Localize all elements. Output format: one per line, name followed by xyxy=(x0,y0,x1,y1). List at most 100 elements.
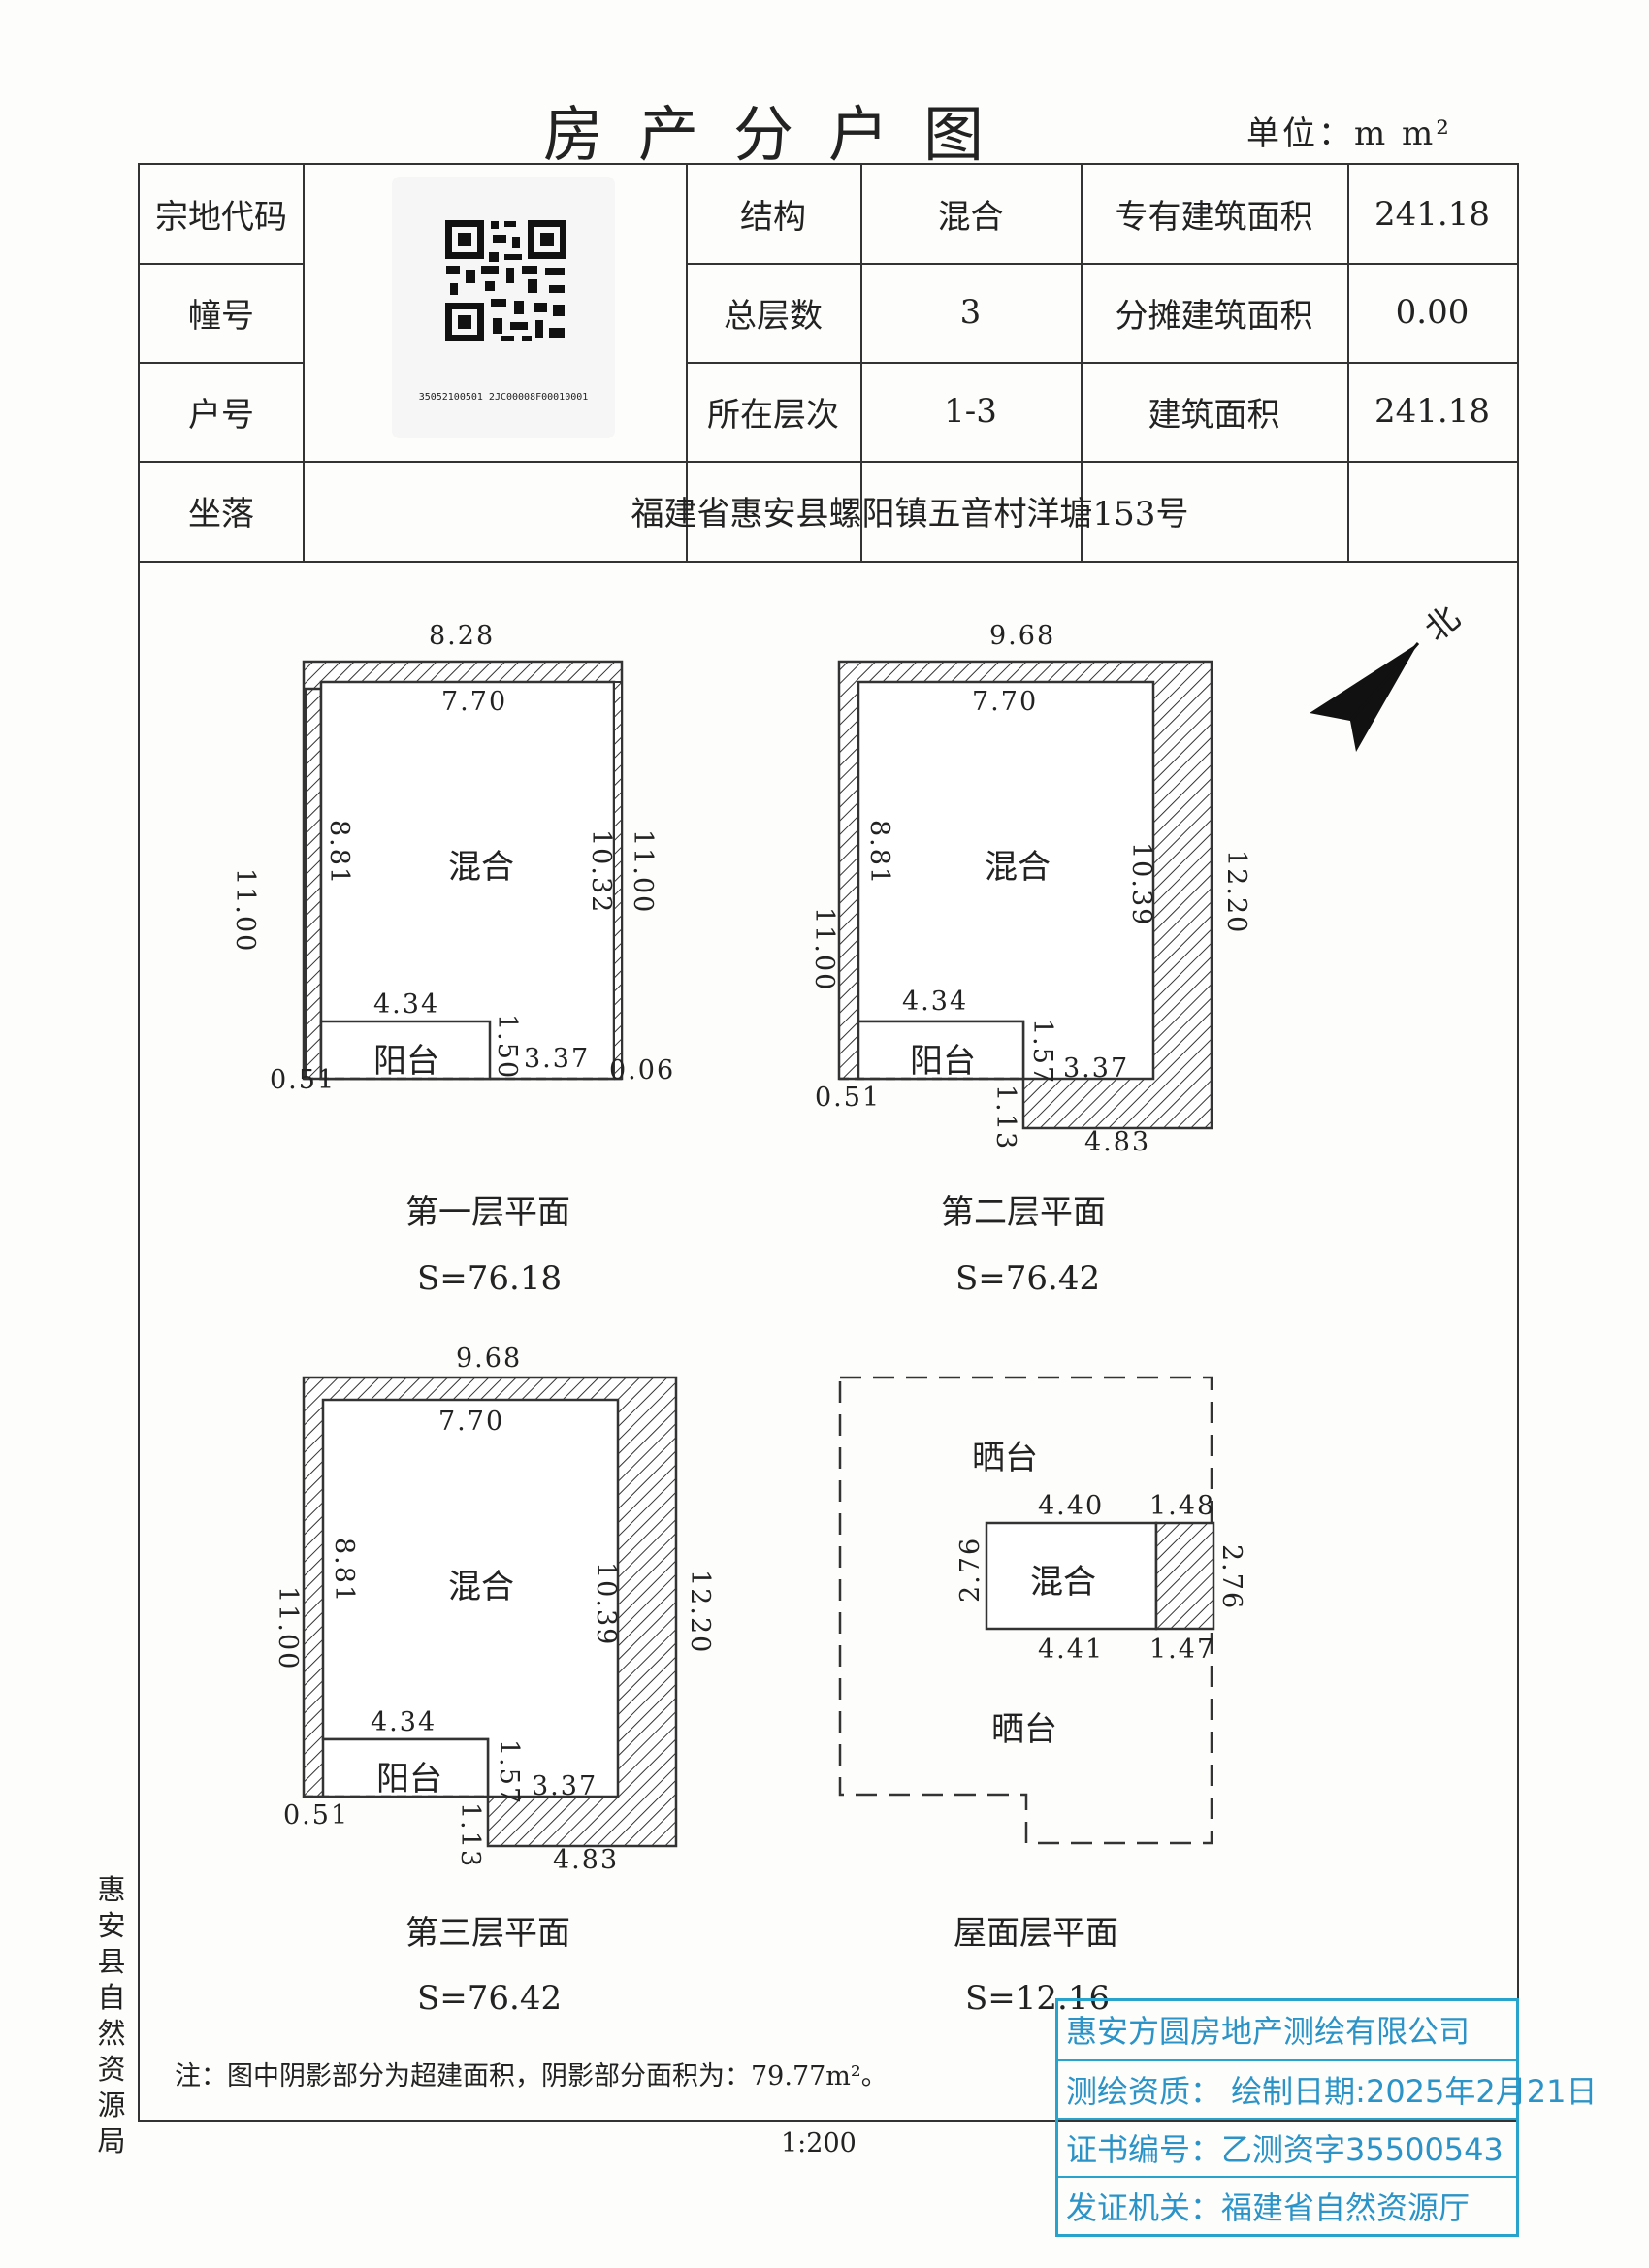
zongdi-label: 宗地代码 xyxy=(155,198,287,237)
f1-top-outer: 8.28 xyxy=(429,621,496,651)
f3-balcony-h: 1.57 xyxy=(494,1739,524,1806)
info-table: 宗地代码 幢号 户号 坐落 福建省惠安县螺阳镇五音村洋塘153号 3505210… xyxy=(138,163,1519,563)
f3-step-w: 3.37 xyxy=(532,1771,598,1801)
roof-bottom-w: 4.41 xyxy=(1038,1635,1105,1665)
f1-top-inner: 7.70 xyxy=(441,687,508,717)
f1-left-outer: 11.00 xyxy=(230,868,260,954)
f1-right-small: 0.06 xyxy=(609,1055,676,1085)
f2-step-h: 1.13 xyxy=(990,1085,1020,1151)
f2-right-outer: 12.20 xyxy=(1221,850,1251,935)
surveyor-stamp: 惠安方圆房地产测绘有限公司 测绘资质： 绘制日期:2025年2月21日 证书编号… xyxy=(1055,1998,1597,2237)
f2-balcony-w: 4.34 xyxy=(902,987,969,1017)
shared-area-label: 分摊建筑面积 xyxy=(1115,296,1313,336)
floor2-balcony xyxy=(857,1020,1025,1081)
floor1-room xyxy=(319,680,616,1081)
f1-step-w: 3.37 xyxy=(524,1044,591,1074)
roof-terrace-bottom: 晒台 xyxy=(991,1710,1057,1749)
f3-right-inner: 10.39 xyxy=(591,1562,621,1647)
side-vertical-text: 惠安县自然资源局 xyxy=(97,1873,126,2157)
f3-step-h: 1.13 xyxy=(455,1802,485,1869)
structure-label: 结构 xyxy=(740,198,806,237)
f1-title: 第一层平面 xyxy=(405,1193,570,1232)
north-arrow-icon xyxy=(1310,642,1420,752)
exclusive-area-label: 专有建筑面积 xyxy=(1115,198,1313,237)
roof-bottom-shade: 1.47 xyxy=(1149,1635,1216,1665)
roof-terrace-top: 晒台 xyxy=(972,1439,1038,1477)
f2-balcony-h: 1.57 xyxy=(1027,1019,1057,1085)
f1-balcony-label: 阳台 xyxy=(373,1042,439,1081)
f2-top-outer: 9.68 xyxy=(989,621,1056,651)
exclusive-area-value: 241.18 xyxy=(1374,194,1490,234)
f3-right-outer: 12.20 xyxy=(685,1570,715,1655)
f3-title: 第三层平面 xyxy=(405,1914,570,1953)
qr-code: 35052100501 2JC00008F00010001 xyxy=(392,177,615,438)
zuoluo-label: 坐落 xyxy=(188,495,254,534)
f2-balcony-label: 阳台 xyxy=(910,1042,976,1081)
f3-bottom-w: 4.83 xyxy=(553,1845,620,1875)
floors-label: 总层数 xyxy=(724,296,823,336)
scale-text: 1:200 xyxy=(781,2128,857,2158)
qr-code-icon xyxy=(445,220,566,341)
f2-bottom-w: 4.83 xyxy=(1084,1127,1151,1157)
f2-right-inner: 10.39 xyxy=(1126,842,1156,927)
f2-left-outer: 11.00 xyxy=(809,907,839,992)
stamp-line-3: 证书编号：乙测资字35500543 xyxy=(1058,2118,1516,2176)
roof-right-h: 2.76 xyxy=(1216,1544,1246,1611)
roof-top-shade: 1.48 xyxy=(1149,1491,1216,1521)
floors-value: 3 xyxy=(959,293,982,332)
stamp-line-2: 测绘资质： 绘制日期:2025年2月21日 xyxy=(1058,2059,1597,2118)
stamp-line-1: 惠安方圆房地产测绘有限公司 xyxy=(1066,2013,1471,2050)
floor3-plan xyxy=(302,1376,678,1848)
level-value: 1-3 xyxy=(944,392,997,431)
f1-left-small: 0.51 xyxy=(270,1065,337,1095)
structure-value: 混合 xyxy=(937,198,1004,237)
f2-top-inner: 7.70 xyxy=(972,687,1039,717)
f2-step-w: 3.37 xyxy=(1063,1053,1130,1084)
f3-balcony-label: 阳台 xyxy=(376,1760,442,1798)
f3-left-small: 0.51 xyxy=(283,1800,350,1831)
roof-left-h: 2.76 xyxy=(955,1536,986,1603)
zuoluo-value: 福建省惠安县螺阳镇五音村洋塘153号 xyxy=(630,495,1189,534)
total-area-label: 建筑面积 xyxy=(1148,395,1280,435)
f3-top-inner: 7.70 xyxy=(438,1407,505,1437)
f2-left-small: 0.51 xyxy=(815,1083,882,1113)
f3-top-outer: 9.68 xyxy=(456,1344,523,1374)
page-title: 房产分户图 xyxy=(543,99,1019,170)
roof-room-label: 混合 xyxy=(1030,1563,1096,1602)
f3-left-inner: 8.81 xyxy=(329,1538,359,1604)
qr-code-text: 35052100501 2JC00008F00010001 xyxy=(418,392,589,403)
floor1-plan xyxy=(302,660,624,1081)
stamp-line-4: 发证机关：福建省自然资源厅 xyxy=(1058,2176,1516,2234)
f3-room-label: 混合 xyxy=(448,1568,514,1606)
f1-balcony-w: 4.34 xyxy=(373,989,440,1020)
total-area-value: 241.18 xyxy=(1374,392,1490,431)
floor1-balcony xyxy=(319,1020,492,1081)
f2-area: S=76.42 xyxy=(955,1259,1101,1298)
note-text: 注：图中阴影部分为超建面积，阴影部分面积为：79.77m²。 xyxy=(175,2061,888,2091)
drawing-frame xyxy=(138,558,1519,2122)
roof-top-w: 4.40 xyxy=(1038,1491,1105,1521)
floor3-balcony xyxy=(321,1737,490,1798)
f3-left-outer: 11.00 xyxy=(273,1586,303,1671)
huhao-label: 户号 xyxy=(188,395,254,435)
f2-left-inner: 8.81 xyxy=(864,820,894,887)
f1-right-inner: 10.32 xyxy=(586,829,616,915)
f3-area: S=76.42 xyxy=(417,1979,563,2018)
f2-title: 第二层平面 xyxy=(941,1193,1106,1232)
floor2-plan xyxy=(837,660,1213,1130)
f1-room-label: 混合 xyxy=(448,848,514,887)
chuang-label: 幢号 xyxy=(188,296,254,336)
roof-title: 屋面层平面 xyxy=(954,1914,1118,1953)
roof-plan xyxy=(838,1376,1215,1845)
f1-left-inner: 8.81 xyxy=(324,820,354,887)
level-label: 所在层次 xyxy=(707,395,839,435)
f1-balcony-h: 1.50 xyxy=(492,1014,522,1081)
shared-area-value: 0.00 xyxy=(1395,293,1470,332)
f3-balcony-w: 4.34 xyxy=(371,1707,437,1737)
f1-area: S=76.18 xyxy=(417,1259,563,1298)
unit-label: 单位：m m² xyxy=(1246,114,1452,153)
f1-right-outer: 11.00 xyxy=(628,829,658,915)
f2-room-label: 混合 xyxy=(985,848,1051,887)
roof-shaded xyxy=(1154,1521,1215,1631)
